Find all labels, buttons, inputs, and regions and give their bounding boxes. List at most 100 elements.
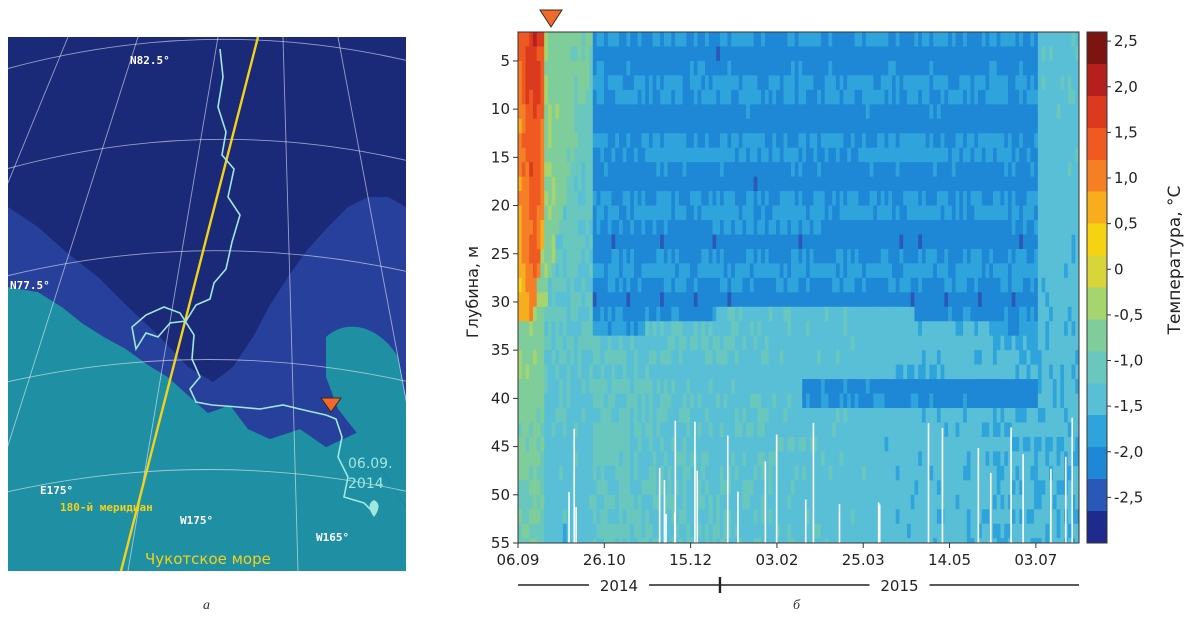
heatmap-cell bbox=[813, 393, 818, 409]
heatmap-cell bbox=[936, 75, 942, 91]
heatmap-cell bbox=[936, 480, 942, 496]
heatmap-cell bbox=[742, 118, 747, 134]
heatmap-cell bbox=[824, 523, 830, 539]
heatmap-cell bbox=[963, 335, 968, 351]
heatmap-cell bbox=[779, 75, 785, 91]
heatmap-cell bbox=[869, 379, 874, 395]
heatmap-cell bbox=[566, 205, 571, 221]
heatmap-cell bbox=[746, 538, 751, 543]
heatmap-cell bbox=[738, 292, 743, 308]
heatmap-cell bbox=[656, 191, 661, 207]
heatmap-cell bbox=[622, 451, 628, 467]
heatmap-cell bbox=[559, 436, 564, 452]
heatmap-cell bbox=[862, 379, 867, 395]
heatmap-cell bbox=[622, 147, 628, 163]
heatmap-cell bbox=[981, 248, 987, 264]
heatmap-cell bbox=[948, 335, 953, 351]
heatmap-cell bbox=[835, 118, 841, 134]
heatmap-cell bbox=[832, 60, 837, 76]
heatmap-cell bbox=[776, 60, 781, 76]
heatmap-cell bbox=[824, 118, 830, 134]
heatmap-cell bbox=[970, 191, 975, 207]
heatmap-cell bbox=[551, 408, 556, 424]
heatmap-cell bbox=[690, 480, 695, 496]
heatmap-cell bbox=[630, 234, 635, 250]
heatmap-cell bbox=[809, 133, 815, 149]
heatmap-cell bbox=[671, 321, 676, 337]
heatmap-cell bbox=[936, 408, 942, 424]
heatmap-cell bbox=[618, 393, 624, 409]
heatmap-cell bbox=[817, 118, 822, 134]
heatmap-cell bbox=[521, 379, 527, 395]
heatmap-cell bbox=[712, 176, 717, 192]
heatmap-cell bbox=[731, 379, 736, 395]
heatmap-cell bbox=[996, 60, 1002, 76]
heatmap-cell bbox=[577, 436, 583, 452]
heatmap-cell bbox=[772, 220, 777, 236]
heatmap-cell bbox=[607, 176, 613, 192]
heatmap-cell bbox=[749, 538, 755, 543]
heatmap-cell bbox=[929, 176, 934, 192]
heatmap-cell bbox=[585, 89, 590, 105]
heatmap-cell bbox=[604, 46, 609, 62]
heatmap-cell bbox=[921, 364, 927, 380]
heatmap-cell bbox=[708, 191, 714, 207]
heatmap-cell bbox=[802, 393, 807, 409]
heatmap-cell bbox=[1026, 408, 1031, 424]
heatmap-cell bbox=[772, 191, 777, 207]
heatmap-cell bbox=[963, 480, 968, 496]
heatmap-cell bbox=[723, 46, 729, 62]
heatmap-cell bbox=[667, 523, 672, 539]
heatmap-cell bbox=[663, 422, 669, 438]
heatmap-cell bbox=[570, 162, 575, 178]
heatmap-cell bbox=[656, 46, 661, 62]
heatmap-cell bbox=[589, 538, 594, 543]
heatmap-cell bbox=[1007, 46, 1013, 62]
heatmap-cell bbox=[622, 220, 628, 236]
heatmap-cell bbox=[779, 118, 785, 134]
heatmap-cell bbox=[854, 60, 859, 76]
start-date-label: 06.09. bbox=[348, 456, 393, 472]
heatmap-cell bbox=[566, 118, 571, 134]
heatmap-cell bbox=[671, 509, 676, 525]
heatmap-cell bbox=[682, 494, 687, 510]
heatmap-cell bbox=[705, 306, 710, 322]
heatmap-cell bbox=[641, 248, 646, 264]
heatmap-cell bbox=[839, 494, 844, 510]
heatmap-cell bbox=[933, 379, 938, 395]
heatmap-cell bbox=[918, 220, 923, 236]
heatmap-cell bbox=[705, 46, 710, 62]
heatmap-cell bbox=[970, 162, 975, 178]
heatmap-cell bbox=[596, 292, 601, 308]
heatmap-cell bbox=[1026, 465, 1031, 481]
heatmap-cell bbox=[835, 60, 841, 76]
heatmap-cell bbox=[562, 408, 568, 424]
heatmap-cell bbox=[768, 465, 773, 481]
heatmap-cell bbox=[862, 494, 867, 510]
heatmap-cell bbox=[805, 321, 811, 337]
heatmap-cell bbox=[618, 480, 624, 496]
heatmap-cell bbox=[880, 538, 886, 543]
heatmap-cell bbox=[701, 523, 706, 539]
heatmap-cell bbox=[1007, 147, 1013, 163]
heatmap-cell bbox=[749, 393, 755, 409]
heatmap-cell bbox=[888, 422, 893, 438]
heatmap-cell bbox=[805, 451, 811, 467]
heatmap-cell bbox=[791, 133, 796, 149]
heatmap-cell bbox=[832, 306, 837, 322]
heatmap-cell bbox=[1000, 465, 1005, 481]
heatmap-cell bbox=[824, 248, 830, 264]
heatmap-cell bbox=[529, 306, 534, 322]
heatmap-cell bbox=[955, 494, 960, 510]
heatmap-cell bbox=[708, 321, 714, 337]
heatmap-cell bbox=[805, 220, 811, 236]
heatmap-cell bbox=[847, 191, 852, 207]
start-year-label: 2014 bbox=[348, 476, 384, 492]
heatmap-cell bbox=[742, 277, 747, 293]
heatmap-cell bbox=[675, 75, 680, 91]
heatmap-cell bbox=[630, 335, 635, 351]
heatmap-cell bbox=[592, 205, 598, 221]
heatmap-cell bbox=[727, 436, 732, 452]
heatmap-cell bbox=[577, 350, 583, 366]
heatmap-cell bbox=[697, 379, 702, 395]
